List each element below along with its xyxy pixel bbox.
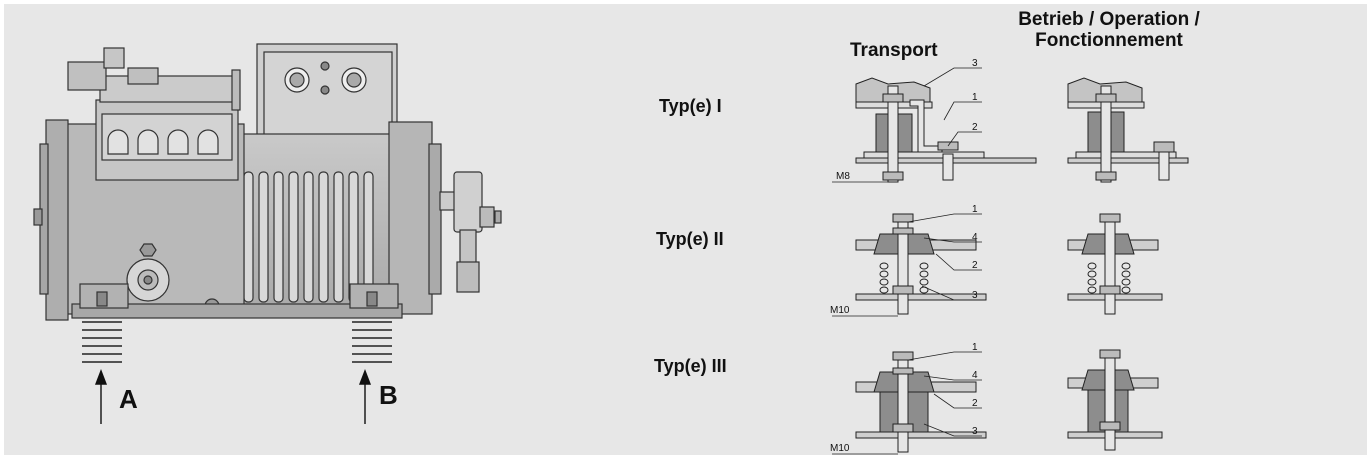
- marker-b-label: B: [379, 380, 398, 410]
- callout-t1-1: 1: [972, 92, 978, 103]
- type-2-operation-detail: [1067, 213, 1163, 315]
- callout-t2-4: 4: [972, 232, 978, 243]
- marker-a-label: A: [119, 384, 138, 414]
- compressor-illustration: [33, 43, 502, 424]
- bolt-t1: M8: [836, 171, 850, 182]
- type-1-operation-detail: [1067, 77, 1189, 183]
- type-3-operation-detail: [1067, 349, 1163, 451]
- bolt-t3: M10: [830, 443, 850, 454]
- callout-t2-3: 3: [972, 290, 978, 301]
- type-2-transport-detail: [855, 213, 987, 315]
- operation-header-line1: Betrieb / Operation /: [1018, 9, 1200, 30]
- type-3-label: Typ(e) III: [654, 356, 727, 376]
- callout-t1-2: 2: [972, 122, 978, 133]
- type-1-label: Typ(e) I: [659, 96, 722, 116]
- bolt-t2: M10: [830, 305, 850, 316]
- callout-t2-2: 2: [972, 260, 978, 271]
- callout-t2-1: 1: [972, 204, 978, 215]
- callout-t1-3: 3: [972, 58, 978, 69]
- transport-header: Transport: [850, 40, 938, 61]
- callout-t3-4: 4: [972, 370, 978, 381]
- callout-t3-3: 3: [972, 426, 978, 437]
- mounting-details: 3 1 2 M8 1 4 2 3 M10 1 4 2 3 M10: [830, 58, 1189, 455]
- callout-t3-1: 1: [972, 342, 978, 353]
- callout-t3-2: 2: [972, 398, 978, 409]
- operation-header-line2: Fonctionnement: [1035, 30, 1183, 51]
- type-2-label: Typ(e) II: [656, 229, 724, 249]
- type-3-transport-detail: [855, 351, 987, 453]
- mounting-diagram: A B Transport Betrieb / Operation / Fonc…: [4, 4, 1367, 455]
- type-1-transport-detail: [855, 77, 1037, 183]
